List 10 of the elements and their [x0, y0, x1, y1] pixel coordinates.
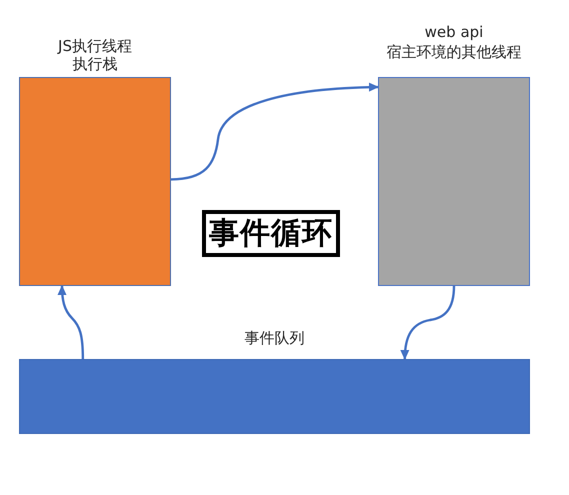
frame-box [202, 210, 340, 257]
heading-label: JS执行线程 [58, 37, 132, 55]
arrow [170, 82, 379, 181]
heading-label: 事件队列 [244, 329, 304, 347]
loop-label: 事件循环 [209, 216, 333, 252]
heading-label: web api [424, 22, 484, 42]
heading-label: 宿主环境的其他线程 [386, 42, 522, 62]
heading-label: 执行栈 [72, 55, 118, 73]
arrow [58, 285, 84, 360]
arrow [400, 286, 456, 360]
